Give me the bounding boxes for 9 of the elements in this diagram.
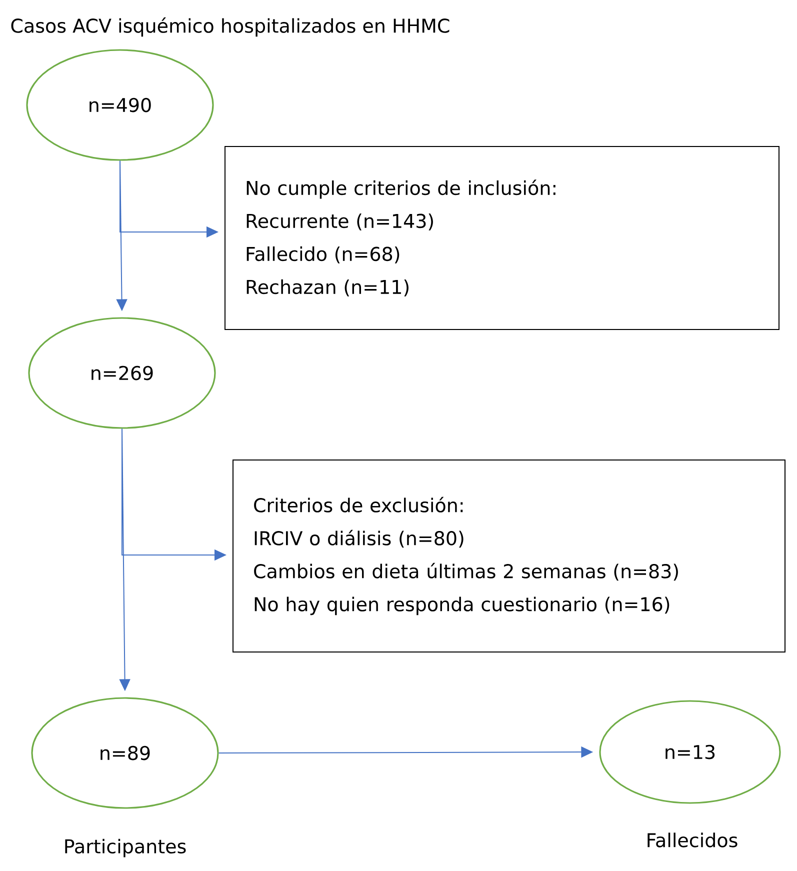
criteria-box: Criterios de exclusión: IRCIV o diálisis (n=80) Cambios en dieta últimas 2 semanas (n=83) No hay quien responda cuestionario (n=16) xyxy=(232,460,786,652)
criteria-box: No cumple criterios de inclusión: Recurrente (n=143) Fallecido (n=68) Rechazan (n=11) xyxy=(224,146,780,330)
oval-node: n=269 xyxy=(28,317,216,429)
oval-node: n=13 xyxy=(599,700,781,804)
oval-node: n=490 xyxy=(26,49,214,161)
oval-node: n=89 xyxy=(31,697,219,809)
node-caption: Fallecidos xyxy=(648,832,738,848)
node-caption: Participantes xyxy=(65,838,186,858)
title: Casos ACV isquémico hospitalizados en HHMC xyxy=(11,17,450,37)
